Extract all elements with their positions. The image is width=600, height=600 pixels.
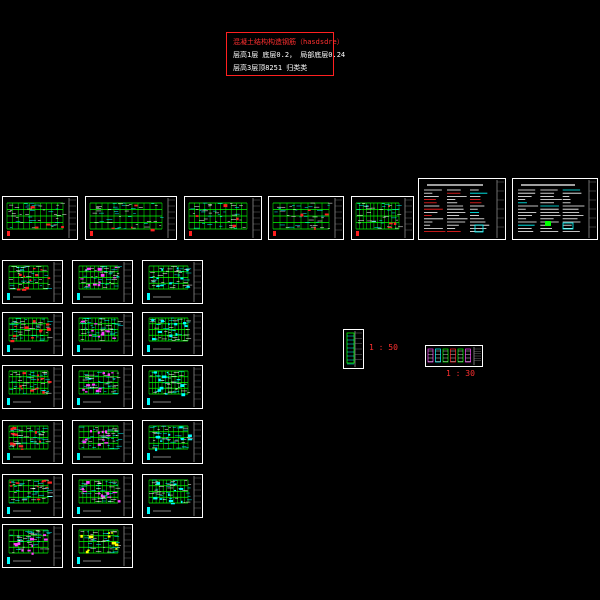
scale-label: 1 : 30 — [446, 369, 475, 378]
sheet-drawing — [77, 526, 131, 566]
sheet-drawing — [7, 422, 61, 462]
floor-plan-sheet[interactable] — [142, 260, 203, 304]
plan-sheet[interactable] — [85, 196, 177, 240]
detail-sheet[interactable] — [425, 345, 483, 367]
floor-plan-sheet[interactable] — [72, 474, 133, 518]
floor-plan-sheet[interactable] — [2, 365, 63, 409]
floor-plan-sheet[interactable] — [2, 524, 63, 568]
note-title: 混凝土结构构造钢筋（hasdsdre） — [233, 38, 344, 46]
sheet-drawing — [7, 476, 61, 516]
floor-plan-sheet[interactable] — [72, 312, 133, 356]
floor-plan-sheet[interactable] — [2, 420, 63, 464]
general-notes-sheet[interactable] — [512, 178, 598, 240]
sheet-drawing — [77, 367, 131, 407]
sheet-drawing — [355, 198, 412, 238]
sheet-drawing — [424, 180, 504, 238]
sheet-drawing — [147, 314, 201, 354]
sheet-drawing — [7, 314, 61, 354]
floor-plan-sheet[interactable] — [142, 474, 203, 518]
sheet-drawing — [427, 347, 481, 365]
floor-plan-sheet[interactable] — [2, 260, 63, 304]
sheet-drawing — [6, 198, 76, 238]
plan-sheet[interactable] — [184, 196, 262, 240]
sheet-drawing — [518, 180, 596, 238]
note-line-3: 层高3层顶8251 归类类 — [233, 64, 308, 72]
plan-sheet[interactable] — [2, 196, 78, 240]
sheet-drawing — [147, 262, 201, 302]
sheet-drawing — [77, 422, 131, 462]
sheet-drawing — [89, 198, 175, 238]
plan-sheet[interactable] — [351, 196, 414, 240]
floor-plan-sheet[interactable] — [72, 420, 133, 464]
sheet-drawing — [7, 526, 61, 566]
sheet-drawing — [346, 331, 362, 367]
sheet-drawing — [7, 367, 61, 407]
sheet-drawing — [77, 476, 131, 516]
note-line-2: 层高1层 底层0.2， 局部底层0.24 — [233, 51, 346, 59]
floor-plan-sheet[interactable] — [72, 524, 133, 568]
sheet-drawing — [147, 422, 201, 462]
sheet-drawing — [272, 198, 342, 238]
sheet-drawing — [77, 262, 131, 302]
sheet-drawing — [147, 476, 201, 516]
floor-plan-sheet[interactable] — [2, 312, 63, 356]
sheet-drawing — [7, 262, 61, 302]
floor-plan-sheet[interactable] — [142, 420, 203, 464]
floor-plan-sheet[interactable] — [142, 365, 203, 409]
scale-label: 1 : 50 — [369, 343, 398, 352]
detail-sheet[interactable] — [343, 329, 364, 369]
floor-plan-sheet[interactable] — [72, 260, 133, 304]
plan-sheet[interactable] — [268, 196, 344, 240]
sheet-drawing — [147, 367, 201, 407]
floor-plan-sheet[interactable] — [142, 312, 203, 356]
sheet-drawing — [77, 314, 131, 354]
drawing-note-box[interactable]: 混凝土结构构造钢筋（hasdsdre） 层高1层 底层0.2， 局部底层0.24… — [226, 32, 345, 76]
general-notes-sheet[interactable] — [418, 178, 506, 240]
floor-plan-sheet[interactable] — [72, 365, 133, 409]
floor-plan-sheet[interactable] — [2, 474, 63, 518]
sheet-drawing — [188, 198, 260, 238]
